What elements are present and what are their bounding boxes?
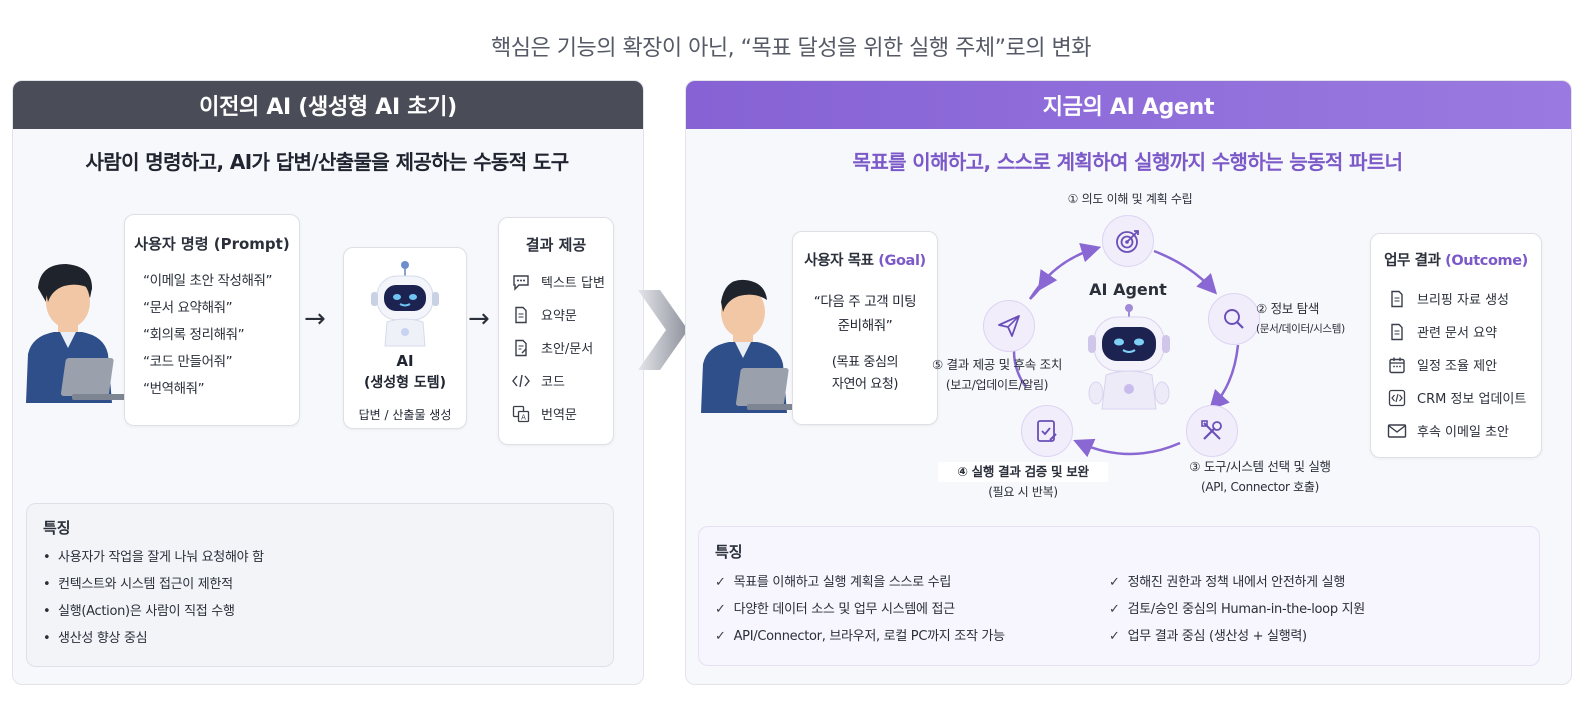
check-icon: ✓ (1109, 629, 1120, 644)
robot-icon (371, 261, 439, 347)
agent-robot-icon (1088, 304, 1170, 410)
step-4-label: ④ 실행 결과 검증 및 보완 (필요 시 반복) (938, 462, 1108, 502)
feature-item: • 컨텍스트와 시스템 접근이 제한적 (43, 577, 233, 592)
feature-item: ✓다양한 데이터 소스 및 업무 시스템에 접근 (715, 602, 955, 617)
document-icon (1387, 289, 1407, 309)
step-1-label: ① 의도 이해 및 계획 수립 (1067, 192, 1193, 206)
ai-type-label: (생성형 도템) (363, 375, 447, 391)
document-icon (511, 305, 531, 325)
draft-document-icon (511, 338, 531, 358)
check-icon: ✓ (1109, 575, 1120, 590)
code-icon (1387, 388, 1407, 408)
mail-icon (1387, 421, 1407, 441)
result-item: A 번역문 (511, 397, 613, 430)
step-5-label: ⑤ 결과 제공 및 후속 조치 (보고/업데이트/알림) (931, 357, 1063, 392)
agent-cycle-arrows (1012, 243, 1240, 458)
user-goal-card: 사용자 목표 (Goal) “다음 주 고객 미팅 준비해줘” (목표 중심의 … (792, 231, 938, 425)
result-item-label: 코드 (541, 375, 565, 390)
ai-label: AI (396, 352, 414, 370)
prompt-quote: “이메일 초안 작성해줘” (143, 273, 273, 289)
feature-item: ✓업무 결과 중심 (생산성 + 실행력) (1109, 629, 1307, 644)
document-icon (1387, 322, 1407, 342)
target-icon (1102, 215, 1154, 267)
prompt-quote: “번역해줘” (143, 381, 205, 397)
generative-ai-card: AI (생성형 도템) 답변 / 산출물 생성 (343, 247, 467, 429)
result-item: 요약문 (511, 298, 613, 331)
result-item-label: 번역문 (541, 408, 577, 423)
goal-quote: “다음 주 고객 미팅 준비해줘” (813, 294, 917, 334)
outcome-item: 관련 문서 요약 (1387, 315, 1541, 348)
feature-item: • 사용자가 작업을 잘게 나눠 요청해야 함 (43, 550, 264, 565)
prompt-quote: “문서 요약해줘” (143, 300, 233, 316)
transition-chevron-icon (638, 290, 688, 370)
user-prompt-title: 사용자 명령 (Prompt) (134, 235, 290, 253)
result-item: 텍스트 답변 (511, 265, 613, 298)
ai-caption: 답변 / 산출물 생성 (358, 408, 452, 422)
result-card-title: 결과 제공 (525, 236, 587, 254)
calendar-icon (1387, 355, 1407, 375)
check-icon: ✓ (715, 629, 726, 644)
arrow-right-icon: → (304, 304, 326, 334)
prompt-quote: “회의록 정리해줘” (143, 327, 245, 343)
step-2-label: ② 정보 탐색 (문서/데이터/시스템) (1256, 301, 1345, 335)
arrow-right-icon: → (468, 304, 490, 334)
code-icon (511, 371, 531, 391)
tools-icon (1186, 405, 1238, 457)
user-prompt-card: 사용자 명령 (Prompt) “이메일 초안 작성해줘” “문서 요약해줘” … (124, 214, 300, 426)
check-icon: ✓ (1109, 602, 1120, 617)
chat-bubble-icon (511, 272, 531, 292)
outcome-item: 브리핑 자료 생성 (1387, 282, 1541, 315)
translate-icon: A (511, 404, 531, 424)
send-icon (983, 300, 1035, 352)
feature-item: ✓검토/승인 중심의 Human-in-the-loop 지원 (1109, 602, 1365, 617)
result-item-label: 요약문 (541, 309, 577, 324)
search-icon (1208, 293, 1260, 345)
ai-agent-subtitle: 목표를 이해하고, 스스로 계획하여 실행까지 수행하는 능동적 파트너 (852, 150, 1404, 174)
feature-item: ✓정해진 권한과 정책 내에서 안전하게 실행 (1109, 575, 1345, 590)
checklist-icon (1021, 405, 1073, 457)
svg-text:A: A (521, 413, 526, 421)
result-card: 결과 제공 텍스트 답변 요약문 초안/문서 코드 A 번역문 (498, 217, 614, 445)
check-icon: ✓ (715, 575, 726, 590)
previous-ai-features: 특징 • 사용자가 작업을 잘게 나눠 요청해야 함 • 컨텍스트와 시스템 접… (26, 503, 614, 667)
previous-ai-header: 이전의 AI (생성형 AI 초기) (13, 81, 643, 129)
outcome-item: CRM 정보 업데이트 (1387, 381, 1541, 414)
page-headline: 핵심은 기능의 확장이 아닌, “목표 달성을 위한 실행 주체”로의 변화 (491, 36, 1091, 61)
result-item-label: 텍스트 답변 (541, 276, 605, 291)
outcome-item: 후속 이메일 초안 (1387, 414, 1541, 447)
feature-item: ✓API/Connector, 브라우저, 로컬 PC까지 조작 가능 (715, 629, 1005, 644)
ai-agent-label: AI Agent (1089, 280, 1167, 299)
outcome-card: 업무 결과 (Outcome) 브리핑 자료 생성 관련 문서 요약 일정 조율… (1370, 233, 1542, 458)
outcome-card-title: 업무 결과 (Outcome) (1384, 253, 1528, 269)
result-item-label: 초안/문서 (541, 342, 594, 357)
features-title: 특징 (43, 519, 71, 537)
prompt-quote-list: “이메일 초안 작성해줘” “문서 요약해줘” “회의록 정리해줘” “코드 만… (125, 254, 299, 403)
ai-agent-features: 특징 ✓목표를 이해하고 실행 계획을 스스로 수립 ✓다양한 데이터 소스 및… (698, 526, 1540, 666)
ai-agent-header: 지금의 AI Agent (686, 81, 1571, 129)
feature-item: ✓목표를 이해하고 실행 계획을 스스로 수립 (715, 575, 951, 590)
result-item: 초안/문서 (511, 331, 613, 364)
user-goal-title: 사용자 목표 (Goal) (804, 253, 926, 269)
feature-item: • 생산성 향상 중심 (43, 631, 148, 646)
feature-item: • 실행(Action)은 사람이 직접 수행 (43, 604, 235, 619)
features-title: 특징 (715, 543, 743, 561)
previous-ai-subtitle: 사람이 명령하고, AI가 답변/산출물을 제공하는 수동적 도구 (85, 150, 570, 174)
step-3-label: ③ 도구/시스템 선택 및 실행 (API, Connector 호출) (1189, 459, 1331, 494)
check-icon: ✓ (715, 602, 726, 617)
outcome-item: 일정 조율 제안 (1387, 348, 1541, 381)
result-item: 코드 (511, 364, 613, 397)
user-illustration-left (26, 264, 130, 403)
goal-note: (목표 중심의 자연어 요청) (831, 355, 899, 392)
prompt-quote: “코드 만들어줘” (143, 354, 233, 370)
user-illustration-right (701, 279, 805, 413)
